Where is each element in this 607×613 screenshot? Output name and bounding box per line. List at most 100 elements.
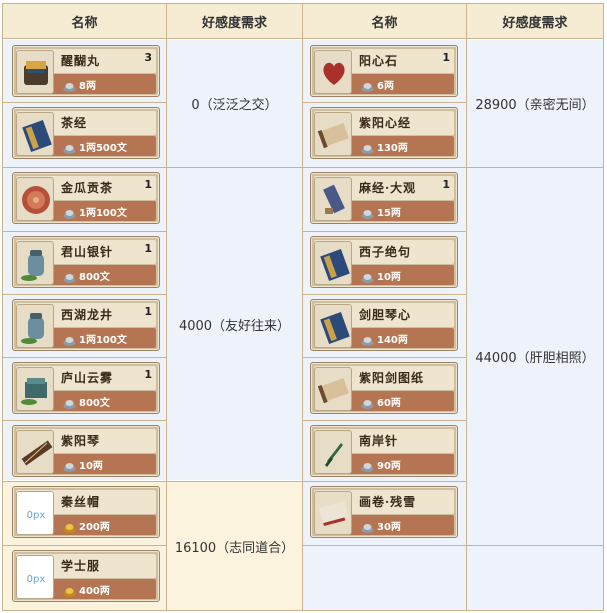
item-card[interactable]: 南岸针 90两: [310, 425, 458, 477]
item-count: 1: [442, 51, 450, 64]
tier-label-right-1: 28900（亲密无间）: [475, 98, 595, 113]
book-icon: [314, 304, 352, 348]
header-name-right: 名称: [303, 4, 466, 39]
item-count: 1: [144, 178, 152, 191]
silver-ingot-icon: [63, 395, 76, 409]
item-name: 西子绝句: [359, 245, 412, 259]
gold-ingot-icon: [63, 583, 76, 597]
tier-label-right-2: 44000（肝胆相照）: [475, 351, 595, 366]
item-name: 茶经: [61, 116, 88, 130]
item-card[interactable]: 醒醐丸 3 8两: [12, 45, 160, 97]
item-card[interactable]: 0px 秦丝帽 200两: [12, 486, 160, 538]
silver-ingot-icon: [63, 140, 76, 154]
item-card[interactable]: 紫阳琴 10两: [12, 425, 160, 477]
item-card[interactable]: 紫阳心经 130两: [310, 107, 458, 159]
item-name: 紫阳心经: [359, 116, 412, 130]
item-name: 画卷·残雪: [359, 495, 417, 509]
item-price: 1两100文: [79, 335, 127, 346]
item-name: 南岸针: [359, 434, 399, 448]
silver-ingot-icon: [63, 205, 76, 219]
item-price: 1两500文: [79, 143, 127, 154]
tea-jar-icon: [16, 304, 54, 348]
item-price: 15两: [377, 208, 401, 219]
heart-stone-icon: [314, 50, 352, 94]
tea-cake-icon: [16, 177, 54, 221]
item-price: 1两100文: [79, 208, 127, 219]
silver-ingot-icon: [361, 269, 374, 283]
tier-label-left-2: 4000（友好往来）: [178, 319, 291, 334]
item-name: 秦丝帽: [61, 495, 101, 509]
item-price: 140两: [377, 335, 408, 346]
item-card[interactable]: 茶经 1两500文: [12, 107, 160, 159]
item-card[interactable]: 画卷·残雪 30两: [310, 486, 458, 538]
header-favor-right: 好感度需求: [467, 4, 603, 39]
book-icon: [314, 241, 352, 285]
item-count: 1: [442, 178, 450, 191]
svg-text:0px: 0px: [27, 574, 46, 585]
item-name: 金瓜贡茶: [61, 181, 114, 195]
armor-icon: [314, 177, 352, 221]
guqin-icon: [16, 430, 54, 474]
book-icon: [16, 112, 54, 156]
header-name-left: 名称: [3, 4, 166, 39]
silver-ingot-icon: [361, 519, 374, 533]
right-tier-bg: [467, 40, 603, 610]
item-price: 800文: [79, 398, 110, 409]
item-count: 3: [144, 51, 152, 64]
item-price: 8两: [79, 81, 96, 92]
item-name: 醒醐丸: [61, 54, 101, 68]
item-price: 90两: [377, 461, 401, 472]
svg-text:0px: 0px: [27, 510, 46, 521]
tea-jar-icon: [16, 241, 54, 285]
item-card[interactable]: 阳心石 1 6两: [310, 45, 458, 97]
item-count: 1: [144, 305, 152, 318]
item-price: 400两: [79, 586, 110, 597]
item-card[interactable]: 庐山云雾 1 800文: [12, 362, 160, 414]
item-name: 紫阳琴: [61, 434, 101, 448]
item-card[interactable]: 金瓜贡茶 1 1两100文: [12, 172, 160, 224]
item-name: 紫阳剑图纸: [359, 371, 425, 385]
item-price: 200两: [79, 522, 110, 533]
scroll-icon: [314, 367, 352, 411]
silver-ingot-icon: [361, 78, 374, 92]
favor-reward-table: 名称 好感度需求 名称 好感度需求 0（泛泛之交） 4000（友好往来） 161…: [2, 3, 604, 611]
item-name: 庐山云雾: [61, 371, 114, 385]
left-tier-bg-2: [167, 481, 302, 610]
item-card[interactable]: 剑胆琴心 140两: [310, 299, 458, 351]
item-price: 60两: [377, 398, 401, 409]
item-price: 6两: [377, 81, 394, 92]
item-name: 阳心石: [359, 54, 399, 68]
silver-ingot-icon: [63, 458, 76, 472]
item-count: 1: [144, 368, 152, 381]
tea-box-icon: [16, 367, 54, 411]
silver-ingot-icon: [361, 205, 374, 219]
item-price: 130两: [377, 143, 408, 154]
item-card[interactable]: 西子绝句 10两: [310, 236, 458, 288]
item-card[interactable]: 紫阳剑图纸 60两: [310, 362, 458, 414]
item-count: 1: [144, 242, 152, 255]
missing-image-icon: 0px: [16, 491, 54, 535]
silver-ingot-icon: [63, 332, 76, 346]
scroll-icon: [314, 112, 352, 156]
needle-icon: [314, 430, 352, 474]
tier-label-left-3: 16100（志同道合）: [174, 540, 295, 556]
gold-ingot-icon: [63, 519, 76, 533]
item-name: 西湖龙井: [61, 308, 114, 322]
silver-ingot-icon: [361, 395, 374, 409]
item-name: 剑胆琴心: [359, 308, 412, 322]
tier-label-left-1: 0（泛泛之交）: [191, 98, 278, 113]
item-card[interactable]: 西湖龙井 1 1两100文: [12, 299, 160, 351]
silver-ingot-icon: [361, 458, 374, 472]
silver-ingot-icon: [63, 269, 76, 283]
missing-image-icon: 0px: [16, 555, 54, 599]
item-price: 30两: [377, 522, 401, 533]
silver-ingot-icon: [361, 140, 374, 154]
item-price: 10两: [79, 461, 103, 472]
item-price: 10两: [377, 272, 401, 283]
silver-ingot-icon: [361, 332, 374, 346]
painting-icon: [314, 491, 352, 535]
item-name: 君山银针: [61, 245, 114, 259]
